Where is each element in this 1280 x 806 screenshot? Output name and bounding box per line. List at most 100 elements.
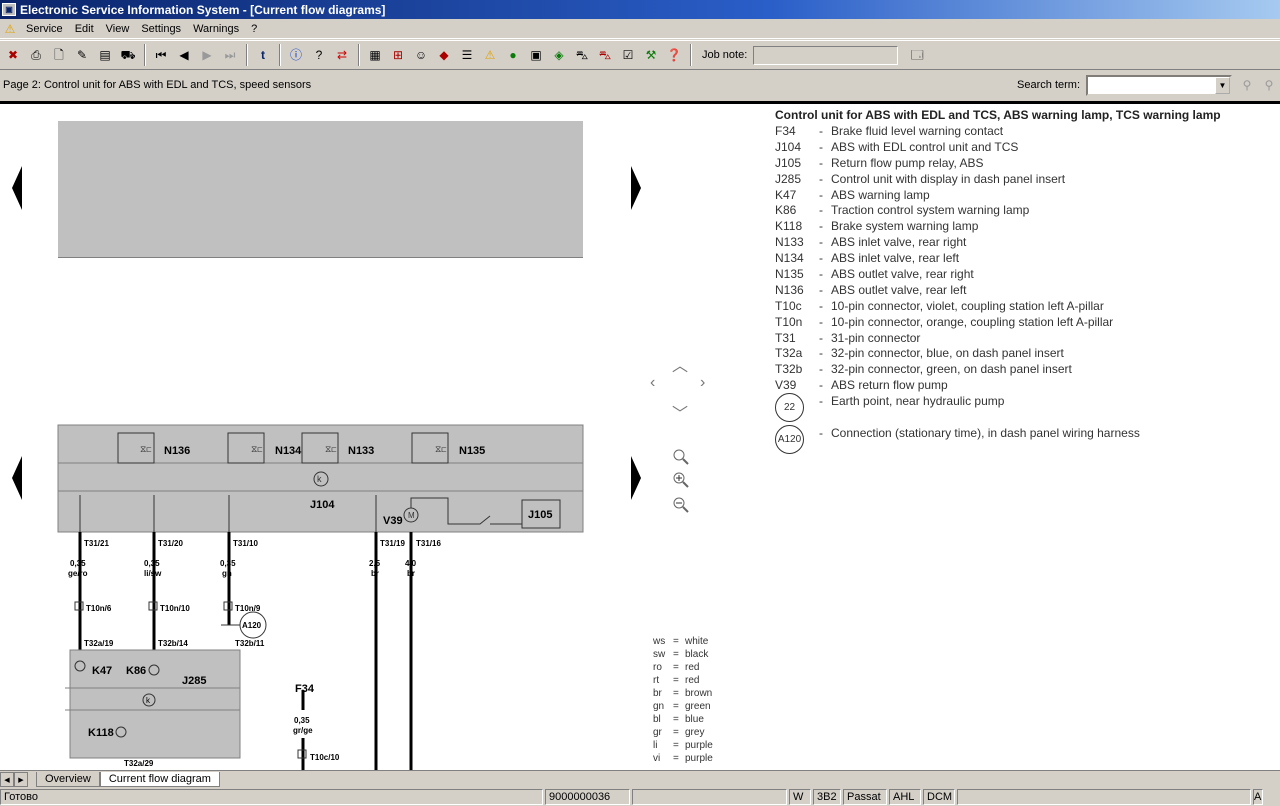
menu-warnings[interactable]: Warnings bbox=[193, 22, 240, 35]
search-next-icon[interactable]: ⚲ bbox=[1264, 78, 1274, 92]
exit-icon[interactable]: ✖ bbox=[7, 48, 19, 62]
globe-icon[interactable]: ● bbox=[509, 48, 517, 62]
color-name: grey bbox=[685, 727, 705, 738]
wire1-conn: T10n/6 bbox=[86, 604, 112, 613]
question-doc-icon[interactable]: ❓ bbox=[666, 48, 682, 62]
menu-view[interactable]: View bbox=[105, 22, 130, 35]
wire2-pin2: T32b/14 bbox=[158, 639, 188, 648]
component-a120: A120 bbox=[242, 621, 262, 630]
tab-overview[interactable]: Overview bbox=[36, 772, 100, 787]
svg-text:k: k bbox=[317, 474, 322, 484]
wire4-color: br bbox=[371, 569, 379, 578]
job-note-edit-icon[interactable]: 🗔 bbox=[910, 48, 924, 62]
menu-settings[interactable]: Settings bbox=[141, 22, 182, 35]
prev-section-lower-icon[interactable] bbox=[12, 456, 22, 500]
tab-scroll-right-icon[interactable]: ▶ bbox=[14, 772, 28, 787]
help-icon[interactable]: ? bbox=[315, 48, 323, 62]
legend-code: K86 bbox=[775, 203, 797, 218]
diagram-viewer: N136 N134 N133 N135 J104 V39 J105 ⧖⊏ ⧖⊏ … bbox=[0, 104, 1280, 770]
legend-code: K118 bbox=[775, 219, 803, 234]
menu-help[interactable]: ? bbox=[251, 22, 258, 35]
color-code-row: ro=red bbox=[653, 662, 700, 673]
legend-row: J285-Control unit with display in dash p… bbox=[775, 172, 1275, 188]
print-icon[interactable]: ⎙ bbox=[31, 48, 41, 62]
warning-icon[interactable]: ⚠ bbox=[4, 21, 16, 36]
component-k86: K86 bbox=[126, 665, 146, 677]
info-icon[interactable]: ⓘ bbox=[289, 48, 302, 62]
edit-document-icon[interactable]: ✎ bbox=[76, 48, 88, 62]
book-icon[interactable]: ◆ bbox=[439, 48, 449, 62]
zoom-fit-icon[interactable] bbox=[672, 448, 690, 466]
bottom-pin: T32a/29 bbox=[124, 759, 154, 768]
color-name: purple bbox=[685, 740, 713, 751]
warning-toolbar-icon[interactable]: ⚠ bbox=[484, 48, 496, 62]
pan-left-icon[interactable]: ‹ bbox=[650, 374, 656, 391]
vehicle-icon[interactable]: ⛟ bbox=[120, 48, 136, 62]
component-j105: J105 bbox=[528, 509, 552, 521]
next-page-icon[interactable]: ▶ bbox=[202, 48, 212, 62]
legend-row: F34-Brake fluid level warning contact bbox=[775, 124, 1275, 140]
color-name: red bbox=[685, 662, 700, 673]
prev-page-icon[interactable]: ◀ bbox=[179, 48, 189, 62]
document-list-icon[interactable]: ▤ bbox=[99, 48, 111, 62]
job-note-input[interactable] bbox=[753, 45, 899, 65]
person-icon[interactable]: ☺ bbox=[414, 48, 428, 62]
legend-row: T31-31-pin connector bbox=[775, 331, 1275, 347]
pan-up-icon[interactable]: ︿ bbox=[672, 358, 689, 375]
swap-icon[interactable]: ⇄ bbox=[336, 48, 348, 62]
tab-current-flow-diagram[interactable]: Current flow diagram bbox=[99, 772, 220, 787]
legend-row: T10c-10-pin connector, violet, coupling … bbox=[775, 299, 1275, 315]
new-document-icon[interactable]: 🗋 bbox=[54, 48, 64, 62]
calculator-icon[interactable]: ▦ bbox=[369, 48, 381, 62]
diagram-icon[interactable]: ⊞ bbox=[392, 48, 404, 62]
legend-desc: Brake fluid level warning contact bbox=[831, 124, 1004, 138]
search-combobox[interactable]: ▼ bbox=[1086, 74, 1232, 96]
svg-text:k: k bbox=[146, 696, 151, 705]
zoom-in-icon[interactable] bbox=[672, 471, 690, 489]
status-engine: AHL bbox=[889, 789, 921, 805]
list-icon[interactable]: ☰ bbox=[461, 48, 473, 62]
next-section-lower-icon[interactable] bbox=[631, 456, 641, 500]
next-section-upper-icon[interactable] bbox=[631, 166, 641, 210]
legend-code: J105 bbox=[775, 155, 802, 170]
prev-section-upper-icon[interactable] bbox=[12, 166, 22, 210]
chevron-down-icon[interactable]: ▼ bbox=[1215, 76, 1230, 94]
status-gearbox: DCM bbox=[923, 789, 955, 805]
tag-icon[interactable]: ◈ bbox=[554, 48, 564, 62]
legend-code: J104 bbox=[775, 139, 802, 154]
wire3-pin2: T32b/11 bbox=[235, 639, 265, 648]
status-order: 9000000036 bbox=[545, 789, 630, 805]
info-bar: Page 2: Control unit for ABS with EDL an… bbox=[0, 71, 1280, 99]
menu-service[interactable]: Service bbox=[26, 22, 63, 35]
search-input[interactable] bbox=[1088, 77, 1215, 93]
pan-down-icon[interactable]: ﹀ bbox=[672, 406, 689, 423]
color-abbr: vi bbox=[653, 753, 661, 764]
repair-icon[interactable]: ⚒ bbox=[645, 48, 657, 62]
legend-code: J285 bbox=[775, 171, 802, 186]
car-search-icon[interactable]: ⛍ bbox=[598, 48, 612, 62]
color-abbr: bl bbox=[653, 714, 661, 725]
zoom-out-icon[interactable] bbox=[672, 496, 690, 514]
back-icon[interactable]: t bbox=[261, 48, 265, 62]
legend-desc: ABS inlet valve, rear right bbox=[831, 235, 967, 250]
tab-scroll-left-icon[interactable]: ◀ bbox=[0, 772, 14, 787]
car-icon[interactable]: ⛍ bbox=[575, 48, 589, 62]
wire3-conn: T10n/9 bbox=[235, 604, 261, 613]
menu-edit[interactable]: Edit bbox=[74, 22, 94, 35]
first-page-icon[interactable]: ⏮ bbox=[155, 48, 167, 62]
checklist-icon[interactable]: ☑ bbox=[622, 48, 634, 62]
legend-row: V39-ABS return flow pump bbox=[775, 378, 1275, 394]
color-abbr: rt bbox=[653, 675, 660, 686]
wiring-diagram: N136 N134 N133 N135 J104 V39 J105 ⧖⊏ ⧖⊏ … bbox=[57, 424, 584, 770]
wire1-pin2: T32a/19 bbox=[84, 639, 114, 648]
legend-desc: ABS inlet valve, rear left bbox=[831, 251, 960, 266]
svg-text:⧖⊏: ⧖⊏ bbox=[435, 444, 446, 454]
wire1-pin: T31/21 bbox=[84, 539, 109, 548]
search-icon[interactable]: ⚲ bbox=[1242, 78, 1252, 92]
wire5-pin: T31/16 bbox=[416, 539, 441, 548]
save-icon[interactable]: ▣ bbox=[530, 48, 542, 62]
last-page-icon[interactable]: ⏭ bbox=[224, 48, 236, 62]
legend-row: N136-ABS outlet valve, rear left bbox=[775, 283, 1275, 299]
pan-right-icon[interactable]: › bbox=[700, 374, 706, 391]
